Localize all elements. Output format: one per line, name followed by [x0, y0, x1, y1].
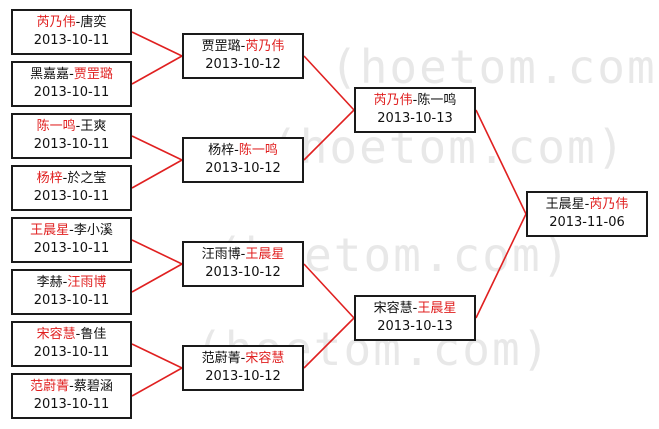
name-separator: -: [62, 275, 68, 290]
name-separator: -: [240, 39, 246, 54]
match-date: 2013-10-11: [33, 241, 110, 256]
match-round1-8[interactable]: 范蔚菁-蔡碧涵 2013-10-11: [11, 373, 132, 419]
name-separator: -: [62, 171, 68, 186]
player-loser: 王爽: [80, 119, 107, 134]
player-winner: 陈一鸣: [36, 119, 76, 134]
name-separator: -: [69, 379, 74, 394]
name-separator: -: [240, 351, 246, 366]
player-winner: 芮乃伟: [245, 39, 285, 54]
name-separator: -: [412, 93, 418, 108]
match-round1-5[interactable]: 王晨星-李小溪 2013-10-11: [11, 217, 132, 263]
name-separator: -: [234, 143, 239, 158]
player-loser: 陈一鸣: [417, 93, 457, 108]
player-winner: 杨梓: [36, 171, 63, 186]
name-separator: -: [584, 197, 590, 212]
match-round1-3[interactable]: 陈一鸣-王爽 2013-10-11: [11, 113, 132, 159]
match-date: 2013-10-11: [33, 397, 110, 412]
match-round1-2[interactable]: 黑嘉嘉-贾罡璐 2013-10-11: [11, 61, 132, 107]
name-separator: -: [75, 119, 81, 134]
player-loser: 於之莹: [67, 171, 107, 186]
match-round2-2[interactable]: 杨梓-陈一鸣 2013-10-12: [182, 137, 304, 183]
match-date: 2013-10-12: [205, 265, 281, 280]
player-winner: 宋容慧: [36, 327, 76, 342]
player-winner: 汪雨博: [67, 275, 107, 290]
watermark-text: (hoetom.com): [330, 40, 659, 94]
match-date: 2013-10-12: [205, 369, 281, 384]
match-date: 2013-10-13: [377, 319, 453, 334]
player-loser: 王晨星: [545, 197, 585, 212]
player-loser: 汪雨博: [201, 247, 241, 262]
name-separator: -: [75, 327, 81, 342]
match-round2-4[interactable]: 范蔚菁-宋容慧 2013-10-12: [182, 345, 304, 391]
player-loser: 黑嘉嘉: [30, 67, 70, 82]
player-loser: 范蔚菁: [201, 351, 241, 366]
match-final[interactable]: 王晨星-芮乃伟 2013-11-06: [526, 191, 648, 237]
match-date: 2013-10-12: [205, 57, 281, 72]
name-separator: -: [69, 223, 74, 238]
match-date: 2013-10-11: [33, 345, 110, 360]
match-date: 2013-10-11: [33, 137, 110, 152]
name-separator: -: [240, 247, 246, 262]
match-date: 2013-11-06: [549, 215, 625, 230]
match-round3-2[interactable]: 宋容慧-王晨星 2013-10-13: [354, 295, 476, 341]
player-winner: 芮乃伟: [36, 15, 76, 30]
name-separator: -: [69, 67, 74, 82]
player-winner: 芮乃伟: [589, 197, 629, 212]
match-round1-1[interactable]: 芮乃伟-唐奕 2013-10-11: [11, 9, 132, 55]
player-loser: 杨梓: [208, 143, 235, 158]
match-round3-1[interactable]: 芮乃伟-陈一鸣 2013-10-13: [354, 87, 476, 133]
match-round2-3[interactable]: 汪雨博-王晨星 2013-10-12: [182, 241, 304, 287]
player-loser: 李小溪: [73, 223, 113, 238]
match-round1-7[interactable]: 宋容慧-鲁佳 2013-10-11: [11, 321, 132, 367]
match-date: 2013-10-11: [33, 33, 110, 48]
player-winner: 陈一鸣: [238, 143, 278, 158]
match-round1-4[interactable]: 杨梓-於之莹 2013-10-11: [11, 165, 132, 211]
player-winner: 范蔚菁: [30, 379, 70, 394]
player-loser: 贾罡璐: [201, 39, 241, 54]
match-date: 2013-10-11: [33, 293, 110, 308]
player-winner: 贾罡璐: [73, 67, 113, 82]
match-round2-1[interactable]: 贾罡璐-芮乃伟 2013-10-12: [182, 33, 304, 79]
player-loser: 李赫: [36, 275, 63, 290]
player-winner: 王晨星: [417, 301, 457, 316]
player-winner: 宋容慧: [245, 351, 285, 366]
name-separator: -: [75, 15, 81, 30]
player-winner: 王晨星: [30, 223, 70, 238]
match-date: 2013-10-11: [33, 189, 110, 204]
player-winner: 芮乃伟: [373, 93, 413, 108]
match-round1-6[interactable]: 李赫-汪雨博 2013-10-11: [11, 269, 132, 315]
match-date: 2013-10-12: [205, 161, 281, 176]
match-date: 2013-10-13: [377, 111, 453, 126]
player-loser: 蔡碧涵: [73, 379, 113, 394]
match-date: 2013-10-11: [33, 85, 110, 100]
player-winner: 王晨星: [245, 247, 285, 262]
player-loser: 唐奕: [80, 15, 107, 30]
player-loser: 宋容慧: [373, 301, 413, 316]
name-separator: -: [412, 301, 418, 316]
player-loser: 鲁佳: [80, 327, 107, 342]
